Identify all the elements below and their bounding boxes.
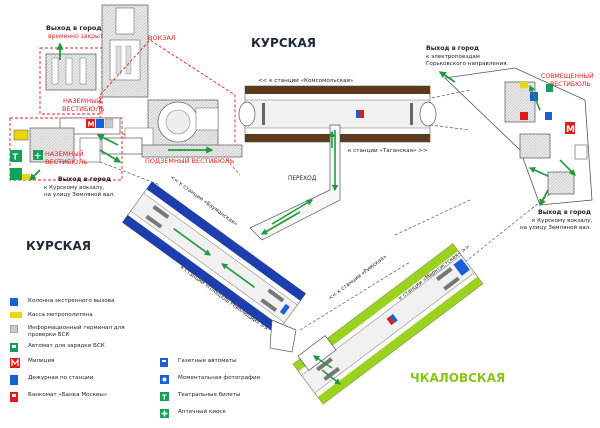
perekhod-label: ПЕРЕХОД: [288, 176, 317, 182]
legend-item: T Театральные билеты: [160, 392, 310, 401]
ground-vestibule-1-line1: НАЗЕМНЫЙ: [63, 96, 102, 105]
legend-item: Аптечный киоск: [160, 409, 310, 418]
photo-booth-icon: [160, 375, 173, 384]
legend-label: Информационный терминал для проверки БСК: [28, 325, 125, 338]
legend-item: Касса метрополитена: [10, 312, 200, 321]
legend-label: Автомат для зарядки БСК: [28, 343, 105, 349]
exit-label-right-mid-3: на улицу Земляной вал.: [520, 224, 591, 231]
emergency-column-icon: [10, 298, 23, 307]
exit-label-left-2: к Курскому вокзалу,: [44, 185, 105, 191]
station-label-kurskaya-top: КУРСКАЯ: [251, 36, 316, 50]
exit-label-right-mid-1: Выход в город: [538, 209, 591, 216]
svg-text:+: +: [34, 152, 42, 162]
newspaper-machine-icon: [160, 358, 173, 367]
ticket-office-icon: [10, 312, 23, 321]
svg-text:M: M: [566, 125, 575, 135]
legend-label: Дежурная по станции: [28, 375, 94, 381]
exit-label-top-left: Выход в город: [46, 24, 102, 32]
ground-vestibule-2-line1: НАЗЕМНЫЙ: [45, 149, 84, 158]
exit-label-right-mid-2: к Курскому вокзалу,: [532, 218, 593, 224]
legend-label: Банкомат «Банка Москвы»: [28, 392, 108, 398]
green-line-south-vestibule: [297, 335, 342, 385]
legend-label: Моментальная фотография: [178, 375, 260, 381]
exit-label-right-top-2: к электропоездам: [426, 54, 480, 60]
right-vestibule: M: [444, 67, 593, 206]
transfer-corridor: [249, 124, 341, 241]
blue-line-platform: [122, 181, 307, 335]
svg-text:T: T: [162, 394, 167, 402]
legend-item: Автомат для зарядки БСК: [10, 343, 200, 352]
ground-vestibule-2-line2: ВЕСТИБЮЛЬ: [45, 158, 88, 166]
police-icon: [10, 358, 23, 368]
legend-label: Колонна экстренного вызова: [28, 298, 115, 304]
exit-label-top-left-note: временно закрыт: [48, 33, 104, 40]
svg-text:M: M: [88, 121, 95, 129]
legend-item: Моментальная фотография: [160, 375, 310, 384]
station-duty-icon: [10, 375, 23, 385]
svg-text:T: T: [13, 153, 19, 162]
legend-label: Газетные автоматы: [178, 358, 237, 364]
exit-label-left-3: на улицу Земляной вал.: [44, 191, 115, 198]
exit-arrows: [28, 42, 549, 207]
station-label-chkalovskaya: ЧКАЛОВСКАЯ: [410, 371, 505, 385]
legend-item: Газетные автоматы: [160, 358, 310, 367]
pharmacy-kiosk-icon: [160, 409, 173, 418]
blue-line-south-vestibule: [269, 319, 297, 353]
exit-label-left-1: Выход в город: [58, 176, 111, 183]
legend-item: Дежурная по станции: [10, 375, 200, 385]
to-taganskaya-label: к станции «Таганская» >>: [348, 148, 428, 154]
legend-label: Милиция: [28, 358, 55, 364]
left-vestibule: M T +: [9, 117, 123, 181]
ground-vestibule-1-line2: ВЕСТИБЮЛЬ: [62, 105, 105, 113]
info-terminal-icon: [10, 325, 23, 334]
vokzal-label: ВОКЗАЛ: [148, 34, 176, 42]
underground-vestibule-label: ПОДЗЕМНЫЙ ВЕСТИБЮЛЬ: [145, 156, 234, 165]
exit-label-right-top-1: Выход в город: [426, 45, 479, 52]
legend-item: Колонна экстренного вызова: [10, 298, 200, 307]
legend-item: Информационный терминал для проверки БСК: [10, 325, 135, 338]
combined-vestibule-line1: СОВМЕЩЕННЫЙ: [541, 71, 594, 80]
atm-icon: [10, 392, 23, 402]
green-line-platform: [292, 243, 484, 405]
exit-label-right-top-3: Горьковского направления.: [426, 61, 508, 67]
legend-label: Театральные билеты: [178, 392, 241, 398]
legend: Колонна экстренного вызова Касса метропо…: [10, 298, 340, 424]
legend-label: Аптечный киоск: [178, 409, 226, 415]
legend-item: Банкомат «Банка Москвы»: [10, 392, 200, 402]
legend-item: Милиция: [10, 358, 200, 368]
theatre-tickets-icon: T: [160, 392, 173, 401]
bsk-machine-icon: [10, 343, 23, 352]
station-label-kurskaya-left: КУРСКАЯ: [26, 239, 91, 253]
legend-label: Касса метрополитена: [28, 312, 93, 318]
combined-vestibule-line2: ВЕСТИБЮЛЬ: [550, 81, 591, 88]
to-komsomolskaya-label: << к станции «Комсомольская»: [258, 78, 353, 84]
